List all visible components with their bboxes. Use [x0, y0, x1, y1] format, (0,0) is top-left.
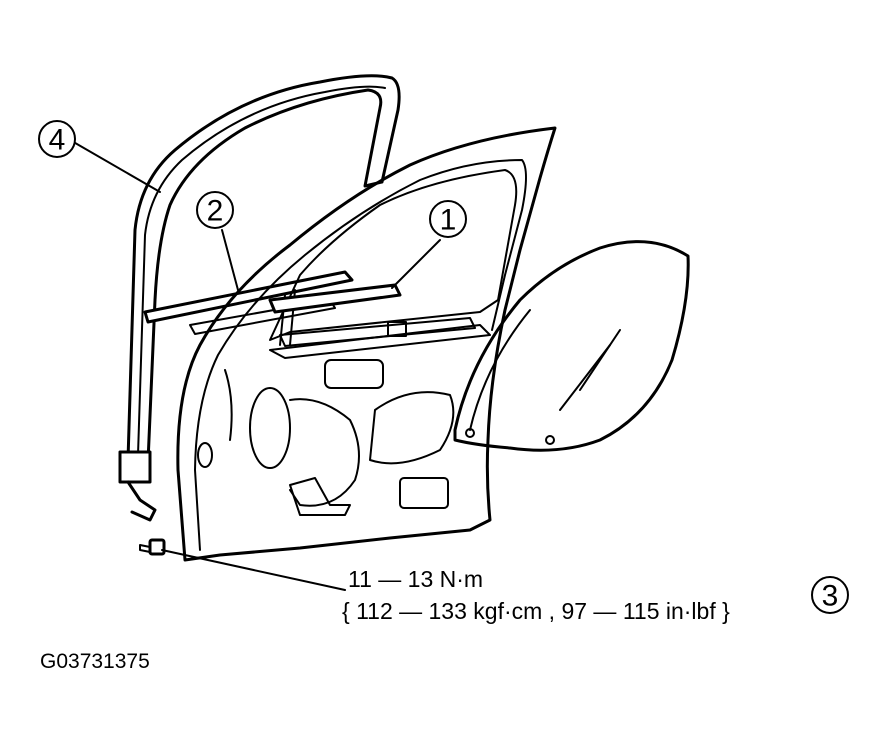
callout-4-label: 4 [49, 124, 66, 157]
leader-lines [69, 139, 441, 591]
callout-1-label: 1 [440, 204, 457, 237]
door-shell [176, 126, 557, 562]
torque-spec: 11 — 13 N·m [348, 566, 483, 592]
callout-2-label: 2 [207, 195, 224, 228]
bolt [139, 538, 166, 556]
figure-id: G03731375 [40, 650, 150, 673]
inner-weatherstrip [268, 283, 476, 347]
callout-1: 1 [429, 200, 467, 238]
callout-2: 2 [196, 191, 234, 229]
callout-3-label: 3 [822, 580, 839, 613]
callout-4: 4 [38, 120, 76, 158]
door-glass [453, 240, 690, 452]
torque-spec-alt-units: { 112 — 133 kgf·cm , 97 — 115 in·lbf } [342, 598, 730, 624]
callout-3: 3 [811, 576, 849, 614]
window-run-channel [118, 74, 401, 522]
